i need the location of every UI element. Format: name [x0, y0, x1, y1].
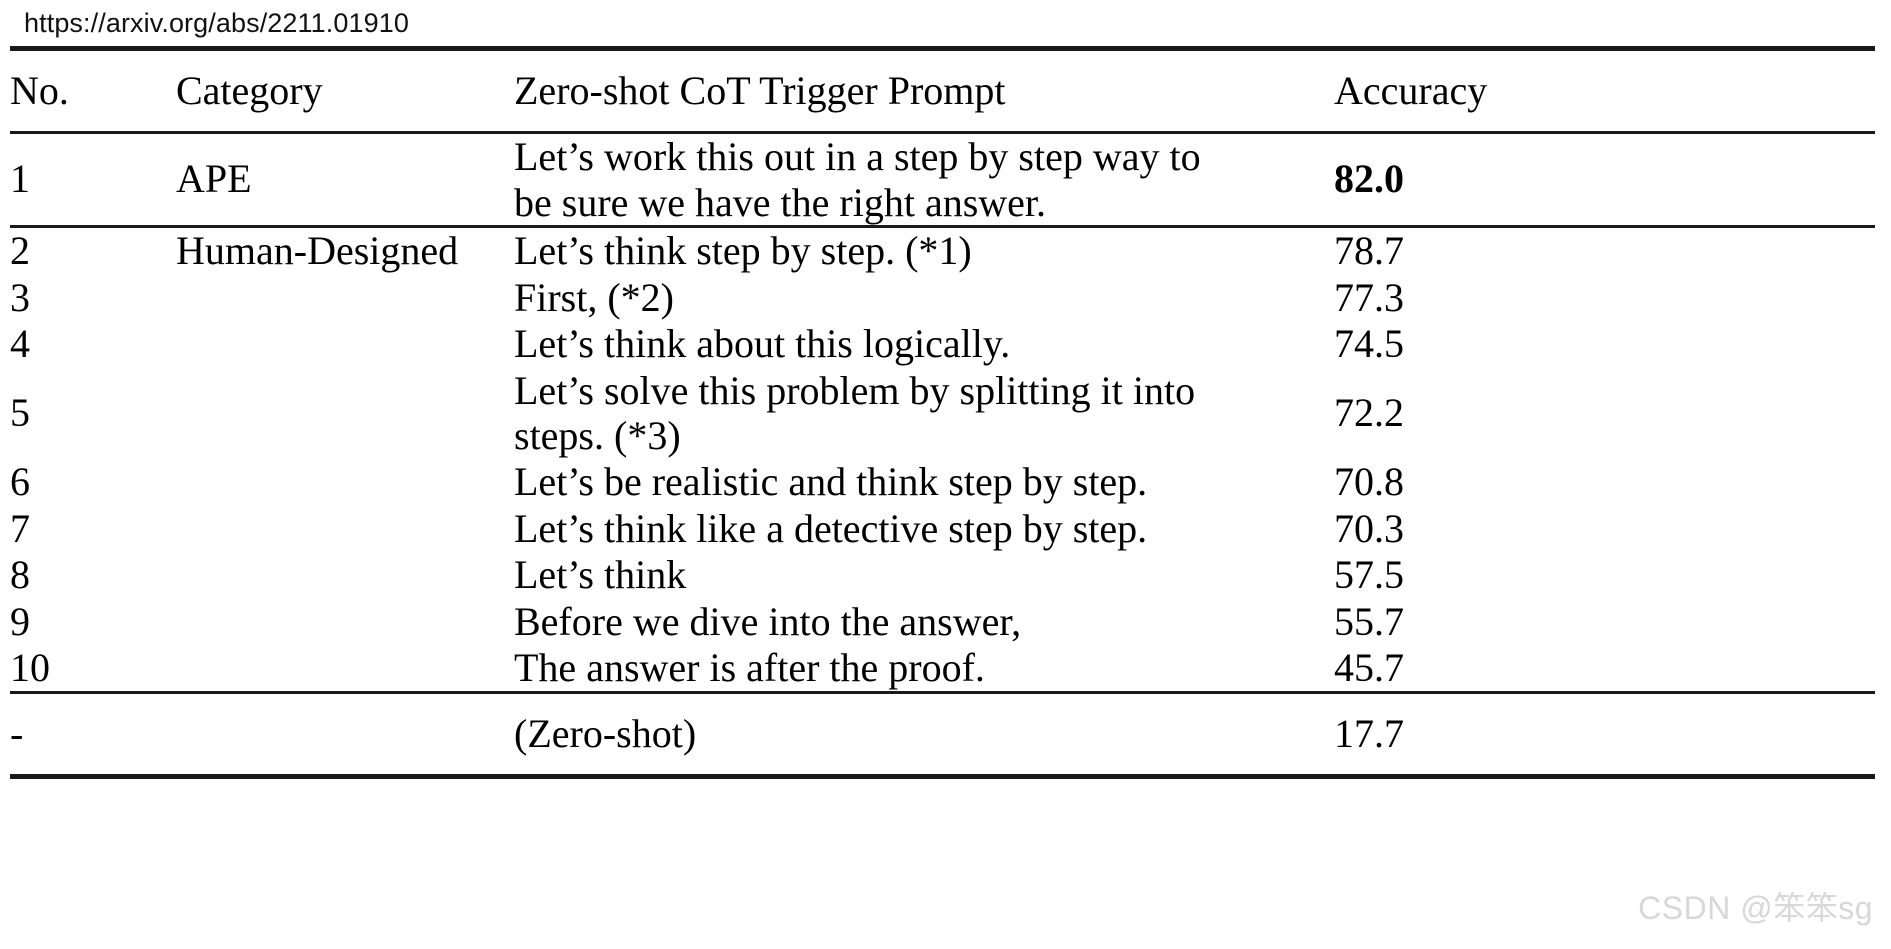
cell-no: 3 [10, 274, 30, 320]
cell-prompt: First, (*2) [514, 274, 674, 320]
cell-no: 5 [10, 390, 30, 436]
cell-no: 7 [10, 505, 30, 551]
cell-no: 6 [10, 459, 30, 505]
table-row: 8 Let’s think 57.5 [10, 552, 1875, 598]
cell-category: APE [176, 156, 252, 202]
cell-category [176, 694, 514, 774]
table-bottom-rule [10, 774, 1875, 780]
table-header-row: No. Category Zero-shot CoT Trigger Promp… [10, 51, 1875, 131]
cell-prompt: Let’s be realistic and think step by ste… [514, 459, 1148, 505]
cell-accuracy: 77.3 [1334, 274, 1404, 320]
cell-accuracy: 70.3 [1334, 505, 1404, 551]
cell-category [176, 321, 514, 367]
cell-category [176, 275, 514, 321]
cell-prompt: Let’s work this out in a step by step wa… [514, 134, 1334, 225]
cell-no: 2 [10, 228, 30, 274]
section-zero-shot: - (Zero-shot) 17.7 [10, 694, 1875, 774]
cell-prompt: Let’s solve this problem by splitting it… [514, 367, 1334, 459]
section-separator-rule-2 [10, 691, 1875, 695]
cell-no: 10 [10, 644, 50, 690]
cell-category: Human-Designed [176, 228, 459, 274]
cell-accuracy: 45.7 [1334, 644, 1404, 690]
cell-category [176, 599, 514, 645]
table-top-rule [10, 46, 1875, 51]
table-row: 9 Before we dive into the answer, 55.7 [10, 599, 1875, 645]
cell-accuracy: 70.8 [1334, 459, 1404, 505]
cell-no: 1 [10, 156, 30, 202]
header-separator-rule [10, 131, 1875, 134]
cell-prompt: Let’s think step by step. (*1) [514, 228, 972, 274]
cell-prompt: (Zero-shot) [514, 711, 697, 757]
cell-no: - [10, 711, 24, 757]
table-row: 2 Human-Designed Let’s think step by ste… [10, 228, 1875, 274]
cell-prompt: Let’s think [514, 552, 687, 598]
column-header-accuracy: Accuracy [1334, 68, 1488, 113]
cell-category [176, 506, 514, 552]
cell-category [176, 367, 514, 459]
table-row: 5 Let’s solve this problem by splitting … [10, 367, 1875, 459]
cell-category [176, 645, 514, 691]
table-row: 1 APE Let’s work this out in a step by s… [10, 134, 1875, 225]
cell-accuracy: 82.0 [1334, 156, 1404, 202]
url-bar: https://arxiv.org/abs/2211.01910 [0, 0, 1891, 46]
cell-accuracy: 72.2 [1334, 390, 1404, 436]
table-row: - (Zero-shot) 17.7 [10, 694, 1875, 774]
cell-accuracy: 57.5 [1334, 552, 1404, 598]
cell-accuracy: 74.5 [1334, 320, 1404, 366]
table-row: 4 Let’s think about this logically. 74.5 [10, 321, 1875, 367]
cell-category [176, 552, 514, 598]
table-row: 7 Let’s think like a detective step by s… [10, 506, 1875, 552]
column-header-category: Category [176, 68, 323, 113]
prompt-line-1: Let’s solve this problem by splitting it… [514, 367, 1196, 413]
prompt-line-2: steps. (*3) [514, 413, 681, 459]
cell-no: 8 [10, 552, 30, 598]
prompt-line-2: be sure we have the right answer. [514, 179, 1047, 225]
cell-accuracy: 78.7 [1334, 228, 1404, 274]
cell-accuracy: 55.7 [1334, 598, 1404, 644]
results-table-container: No. Category Zero-shot CoT Trigger Promp… [10, 46, 1875, 780]
column-header-no: No. [10, 68, 69, 113]
cell-prompt: Let’s think about this logically. [514, 320, 1011, 366]
cell-category [176, 459, 514, 505]
table-row: 3 First, (*2) 77.3 [10, 275, 1875, 321]
table-row: 6 Let’s be realistic and think step by s… [10, 459, 1875, 505]
section-separator-rule-1 [10, 225, 1875, 229]
results-table: No. Category Zero-shot CoT Trigger Promp… [10, 51, 1875, 131]
cell-prompt: Let’s think like a detective step by ste… [514, 505, 1148, 551]
section-human-designed: 2 Human-Designed Let’s think step by ste… [10, 228, 1875, 691]
cell-prompt: The answer is after the proof. [514, 644, 985, 690]
cell-no: 9 [10, 598, 30, 644]
section-ape: 1 APE Let’s work this out in a step by s… [10, 134, 1875, 225]
table-row: 10 The answer is after the proof. 45.7 [10, 645, 1875, 691]
cell-accuracy: 17.7 [1334, 711, 1404, 757]
source-url: https://arxiv.org/abs/2211.01910 [24, 7, 409, 38]
csdn-watermark: CSDN @笨笨sg [1638, 890, 1873, 926]
column-header-prompt: Zero-shot CoT Trigger Prompt [514, 68, 1006, 113]
cell-prompt: Before we dive into the answer, [514, 598, 1022, 644]
cell-no: 4 [10, 320, 30, 366]
prompt-line-1: Let’s work this out in a step by step wa… [514, 134, 1201, 179]
table-header: No. Category Zero-shot CoT Trigger Promp… [10, 51, 1875, 131]
